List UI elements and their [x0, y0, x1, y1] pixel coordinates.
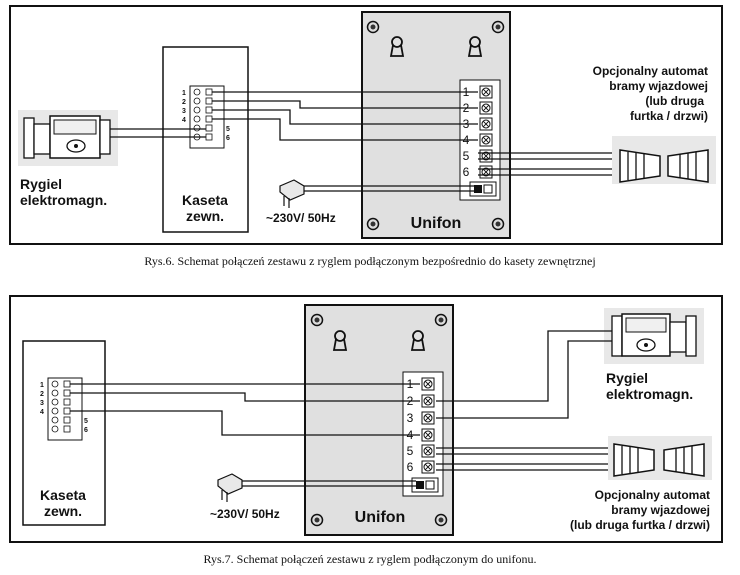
- gate-label-2b: bramy wjazdowej: [611, 503, 710, 517]
- unifon-label-1: Unifon: [411, 215, 462, 232]
- lock-label-2b: elektromagn.: [606, 386, 693, 402]
- panel-label-2a: Kaseta: [40, 487, 86, 503]
- screw-icon: [491, 217, 505, 231]
- electromagnetic-lock-2: [604, 308, 704, 364]
- panel-term-2-1: 1: [40, 382, 44, 389]
- gate-label-2c: (lub druga furtka / drzwi): [570, 518, 710, 532]
- power-label-2: ~230V/ 50Hz: [210, 507, 280, 521]
- gate-label-1a: Opcjonalny automat: [593, 64, 708, 78]
- panel-term-1-2: 2: [182, 99, 186, 106]
- panel-term-1-1: 1: [182, 90, 186, 97]
- unifon-label-2: Unifon: [355, 509, 406, 526]
- panel-terminal-block-2: [47, 377, 83, 441]
- screw-icon: [491, 20, 505, 34]
- gate-label-2a: Opcjonalny automat: [595, 488, 710, 502]
- power-label-1: ~230V/ 50Hz: [266, 211, 336, 225]
- panel-term-1-3: 3: [182, 108, 186, 115]
- lock-label-1b: elektromagn.: [20, 192, 107, 208]
- gate-label-1c: (lub druga: [645, 94, 704, 108]
- gate-automat-1: [612, 136, 716, 184]
- term-2-5: 5: [407, 444, 414, 458]
- panel-label-2b: zewn.: [44, 503, 82, 519]
- unifon-terminal-block-2: [402, 371, 444, 497]
- figure-2: Kaseta zewn. 1 2 3 4 5 6 Unifon: [9, 295, 723, 566]
- gate-automat-2: [608, 436, 712, 480]
- panel-term-2-6: 6: [84, 427, 88, 434]
- term-2-3: 3: [407, 411, 414, 425]
- gate-label-1d: furtka / drzwi): [630, 109, 708, 123]
- screw-icon: [366, 217, 380, 231]
- panel-term-1-5: 5: [226, 126, 230, 133]
- panel-term-2-2: 2: [40, 391, 44, 398]
- panel-term-1-6: 6: [226, 135, 230, 142]
- screw-icon: [434, 313, 448, 327]
- gate-label-1b: bramy wjazdowej: [609, 79, 708, 93]
- panel-term-1-4: 4: [182, 117, 186, 124]
- panel-term-2-4: 4: [40, 409, 44, 416]
- term-1-6: 6: [463, 165, 470, 179]
- wires-1: [110, 91, 612, 192]
- power-adapter-2: [217, 473, 243, 502]
- panel-terminal-block-1: [189, 85, 225, 149]
- electromagnetic-lock-1: [18, 110, 118, 166]
- term-1-5: 5: [463, 149, 470, 163]
- caption-2: Rys.7. Schemat połączeń zestawu z ryglem…: [203, 552, 536, 566]
- figure-1: Rygiel elektromagn. Kaseta zewn. 1 2 3 4…: [9, 5, 723, 268]
- screw-icon: [366, 20, 380, 34]
- panel-term-2-5: 5: [84, 418, 88, 425]
- term-2-6: 6: [407, 460, 414, 474]
- lock-label-2a: Rygiel: [606, 370, 648, 386]
- wires-2: [70, 330, 612, 487]
- lock-label-1a: Rygiel: [20, 176, 62, 192]
- screw-icon: [310, 513, 324, 527]
- panel-term-2-3: 3: [40, 400, 44, 407]
- panel-label-1b: zewn.: [186, 208, 224, 224]
- screw-icon: [434, 513, 448, 527]
- panel-label-1a: Kaseta: [182, 192, 228, 208]
- caption-1: Rys.6. Schemat połączeń zestawu z ryglem…: [144, 254, 595, 268]
- screw-icon: [310, 313, 324, 327]
